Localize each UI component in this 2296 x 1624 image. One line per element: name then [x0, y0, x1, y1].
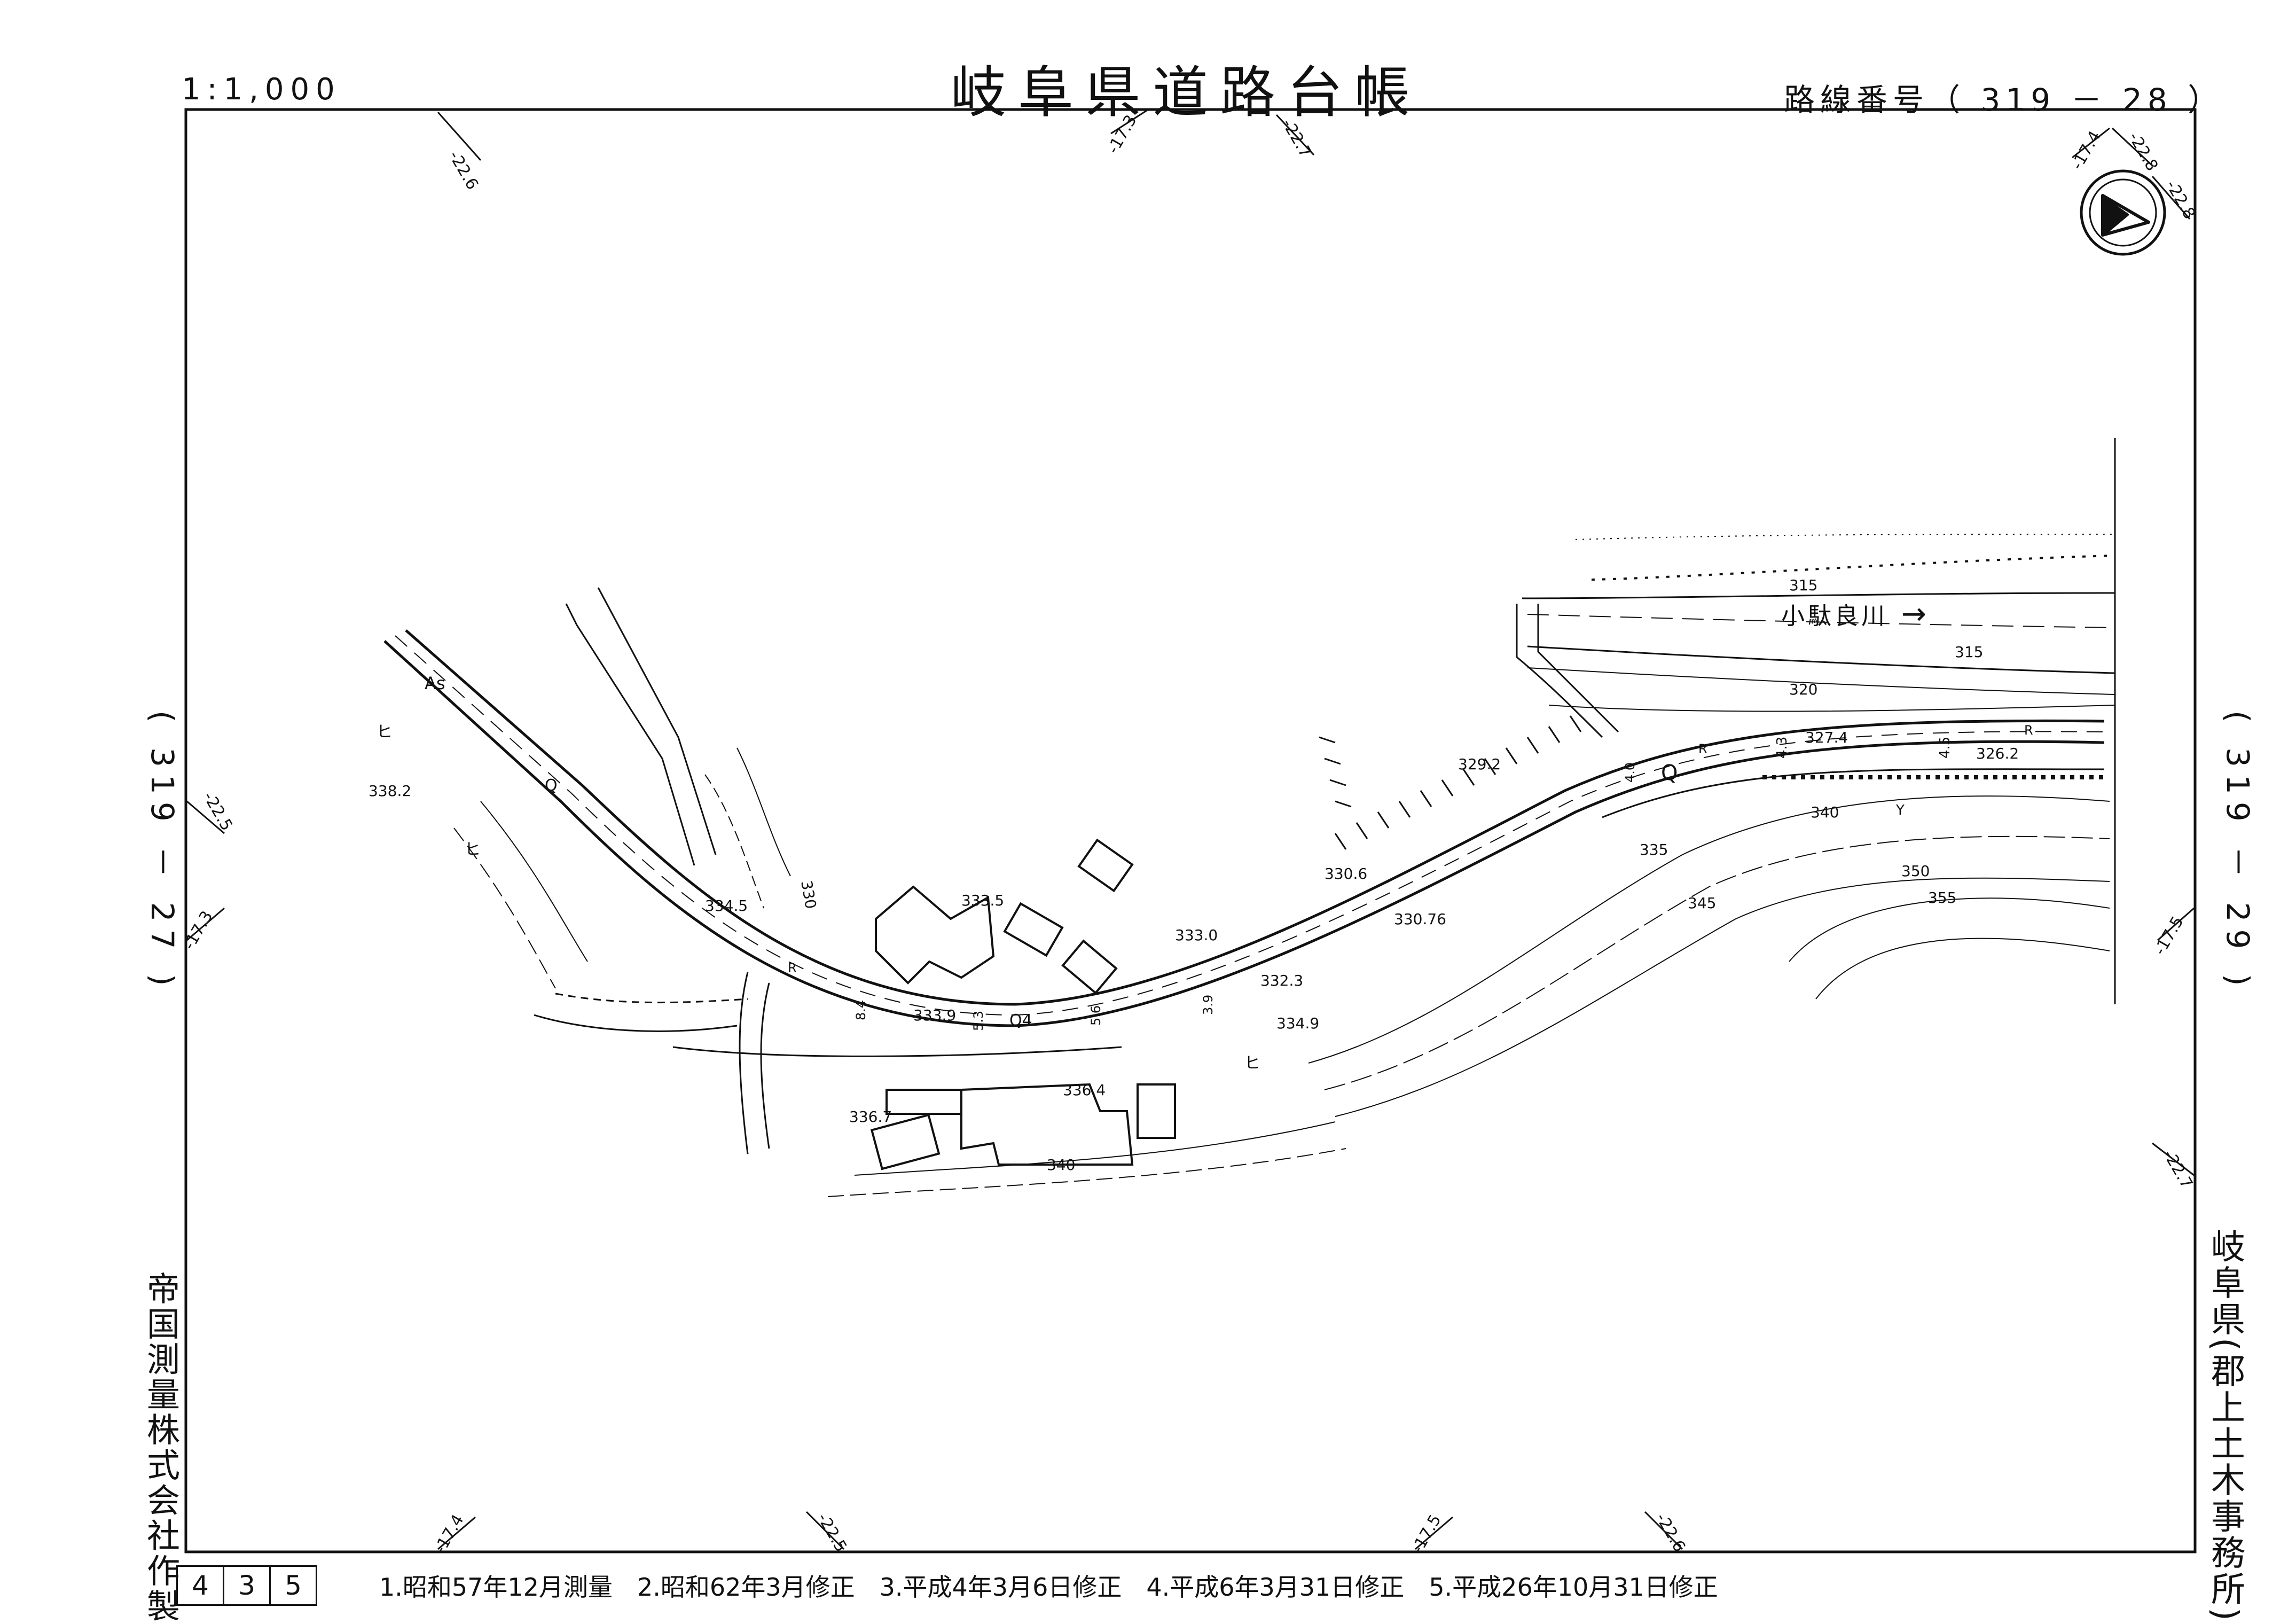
sheet-index-cell: 5 — [285, 1570, 302, 1601]
sheet-index-cell: 4 — [178, 1567, 224, 1604]
tick-bottom-1: -17.4 — [431, 1511, 468, 1557]
elevation-labels: 338.2 334.5 333.5 333.9 336.4 336.7 333.… — [369, 729, 2019, 1126]
page-title: 岐阜県道路台帳 — [951, 60, 1422, 125]
map-symbol: Q — [1661, 761, 1678, 785]
map-symbol: R — [788, 961, 797, 975]
tick-bottom-2: -22.5 — [813, 1510, 850, 1556]
tick-right-1: -17.5 — [2151, 913, 2188, 958]
contour-label: 330 — [797, 879, 820, 910]
tick-left-1: -22.5 — [199, 789, 236, 834]
map-symbol: R — [1698, 741, 1707, 756]
adjacent-sheet-right: ( 319 － 29 ) — [2220, 710, 2256, 994]
contour-lines — [453, 747, 2110, 1197]
elevation-label: 327.4 — [1805, 729, 1848, 746]
north-arrow-icon — [2080, 169, 2166, 256]
contour-label: 315 — [1789, 576, 1817, 594]
tick-right-2: -22.7 — [2159, 1147, 2196, 1192]
river — [1516, 438, 2116, 1004]
main-road — [383, 629, 2105, 1057]
map-symbols: As Q Q R R R Q4 ヒ ヒ ヒ Y — [377, 673, 2033, 1073]
map-symbol: ヒ — [1244, 1054, 1260, 1073]
elevation-label: 329.2 — [1458, 755, 1501, 773]
elevation-label: 330.6 — [1325, 865, 1367, 883]
embankment-hatching — [1319, 715, 1582, 850]
road-width-label: 5.6 — [1088, 1005, 1103, 1026]
side-roads — [534, 587, 770, 1154]
tick-bottom-3: -17.5 — [1408, 1511, 1445, 1557]
river-flow-arrow: → — [1901, 597, 1926, 631]
sheet-index: 4 3 5 — [176, 1565, 317, 1606]
map-symbol: ヒ — [377, 723, 393, 741]
road-width-label: 4.5 — [1937, 737, 1953, 759]
map-symbol: Q — [545, 776, 558, 795]
surveyor-credit: 帝国測量株式会社作製 — [141, 1271, 180, 1624]
grid-tick-labels: -22.6 -17.3 -22.7 -17.4 -22.8 -22.8 -22.… — [180, 112, 2199, 1557]
route-number: 路線番号（ 319 － 28 ） — [1784, 82, 2224, 118]
tick-top-5: -22.8 — [2125, 129, 2161, 175]
elevation-label: 333.5 — [961, 892, 1004, 909]
elevation-label: 333.9 — [913, 1006, 956, 1024]
road-width-label: 3.9 — [1201, 995, 1216, 1015]
road-width-label: 8.4 — [853, 1000, 868, 1020]
road-width-label: 4.0 — [1623, 762, 1637, 783]
elevation-label: 330.76 — [1394, 910, 1446, 928]
map-symbol: ヒ — [465, 840, 481, 859]
elevation-label: 326.2 — [1976, 745, 2019, 762]
contour-labels: 315 315 320 330 335 340 345 350 355 340 — [797, 576, 1983, 1174]
elevation-label: 334.5 — [705, 897, 748, 915]
map-symbol: R — [2024, 723, 2033, 738]
elevation-label: 334.9 — [1276, 1014, 1319, 1032]
contour-label: 350 — [1901, 862, 1930, 880]
elevation-label: 333.0 — [1175, 926, 1218, 944]
pavement-label: As — [425, 673, 445, 693]
contour-label: 335 — [1640, 841, 1668, 858]
tick-top-4: -17.4 — [2068, 128, 2105, 173]
contour-label: 355 — [1928, 889, 1956, 907]
contour-label: 345 — [1688, 894, 1716, 912]
revision-history: 1.昭和57年12月測量 2.昭和62年3月修正 3.平成4年3月6日修正 4.… — [379, 1573, 1718, 1602]
sheet-index-cell: 3 — [224, 1567, 271, 1604]
map-frame — [184, 108, 2197, 1553]
contour-label: 320 — [1789, 681, 1817, 698]
map-symbol: Q4 — [1009, 1011, 1032, 1030]
road-width-label: 4.3 — [1774, 737, 1790, 759]
elevation-label: 336.7 — [849, 1108, 892, 1126]
elevation-label: 336.4 — [1063, 1081, 1106, 1099]
buildings — [870, 838, 1176, 1170]
grid-ticks — [186, 108, 2195, 1550]
road-width-label: 5.3 — [971, 1011, 986, 1031]
contour-label: 315 — [1955, 643, 1983, 661]
map-scale: 1:1,000 — [182, 72, 341, 107]
elevation-label: 338.2 — [369, 782, 411, 800]
contour-label: 340 — [1047, 1156, 1075, 1174]
river-label: 小駄良川 — [1781, 603, 1888, 630]
map-symbol: Y — [1895, 802, 1905, 818]
tick-bottom-4: -22.6 — [1652, 1510, 1689, 1556]
elevation-label: 332.3 — [1260, 972, 1303, 989]
tick-top-6: -22.8 — [2162, 177, 2199, 223]
contour-label: 340 — [1811, 803, 1839, 821]
road-width-labels: 4.3 4.5 8.4 5.3 5.6 3.9 4.0 — [853, 737, 1953, 1031]
office-credit: 岐阜県(郡上土木事務所) — [2205, 1229, 2245, 1623]
adjacent-sheet-left: ( 319 － 27 ) — [144, 710, 181, 994]
